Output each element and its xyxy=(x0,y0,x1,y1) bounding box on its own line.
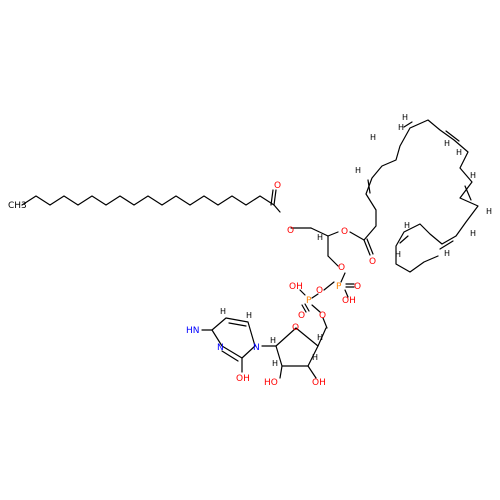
h-label: H xyxy=(355,166,361,175)
palmitoyl-chain xyxy=(21,195,281,213)
carbonyl-o1-label: O xyxy=(274,181,281,191)
h-label: H xyxy=(470,171,476,180)
methyl-label: CH3 xyxy=(8,201,27,211)
p2-to-o xyxy=(311,304,321,313)
bridge-o-label: O xyxy=(316,286,323,296)
p1-o-bridge xyxy=(323,281,335,291)
p-to-sugar-o-label: O xyxy=(319,311,326,321)
h-label: H xyxy=(270,336,276,345)
ring-double-2 xyxy=(221,350,239,362)
sugar-oh2-label: HO xyxy=(264,378,278,388)
c4-to-c5 xyxy=(317,327,327,347)
sugar-ring-o-label: O xyxy=(292,323,299,333)
h-label: H xyxy=(402,113,408,122)
cis-bond-3 xyxy=(445,130,460,142)
skeletal-bonds xyxy=(21,119,479,379)
bridge-to-p2 xyxy=(311,293,319,299)
carbonyl-2-a xyxy=(363,239,371,256)
h-label: H xyxy=(398,123,404,132)
cis-bond-6 xyxy=(399,235,409,244)
p2-label: P xyxy=(306,296,312,306)
carbonyl-o2-label: O xyxy=(369,257,376,267)
carbonyl-1-bond xyxy=(273,189,277,206)
h-label: H xyxy=(312,353,318,362)
ribose-ring xyxy=(275,327,319,367)
p1-oh-label: OH xyxy=(342,296,356,306)
p1-label: P xyxy=(336,282,342,292)
arachidonoyl-chain xyxy=(363,119,479,273)
o-to-c5prime xyxy=(322,317,328,329)
base-n1-label: N xyxy=(253,343,260,353)
c3-to-oh xyxy=(307,365,317,379)
h-label: H xyxy=(444,139,450,148)
h-label: H xyxy=(220,307,226,316)
cis-bond-1 xyxy=(367,179,371,194)
ring-double-1 xyxy=(228,322,247,327)
glycerol-c3-to-o xyxy=(327,255,339,267)
glycerol-c1 xyxy=(310,227,329,237)
p2-double-o-b xyxy=(304,303,310,312)
h-label: H xyxy=(246,311,252,320)
p1-to-oh xyxy=(344,289,349,298)
c2-to-oh xyxy=(279,365,283,379)
base-n3-label: N xyxy=(217,343,224,353)
cis-bond-5 xyxy=(439,240,454,250)
h-label: H xyxy=(317,333,323,342)
glycerol-o-label: O xyxy=(338,263,345,273)
h-label: H xyxy=(272,359,278,368)
base-oh-label: OH xyxy=(236,374,250,384)
carbonyl-1-bond-2 xyxy=(270,189,274,206)
p2-double-o-label: O xyxy=(298,311,305,321)
carbonyl-2-b xyxy=(366,238,374,255)
h-label: H xyxy=(456,148,462,157)
h-label: H xyxy=(395,250,401,259)
p2-oh-label: OH xyxy=(289,282,303,292)
h-label: H xyxy=(370,133,376,142)
cis-bond-4 xyxy=(464,185,472,201)
h-label: H xyxy=(317,233,323,242)
ester-2-o-bond xyxy=(327,231,339,237)
h-label: H xyxy=(404,221,410,230)
ester-2-c xyxy=(349,231,365,241)
sugar-oh3-label: OH xyxy=(312,378,326,388)
base-imine-label: HN xyxy=(186,326,200,336)
h-label: H xyxy=(470,229,476,238)
o-to-p1 xyxy=(340,272,346,283)
cis-bond-2 xyxy=(403,121,413,128)
h-label: H xyxy=(444,249,450,258)
p2-double-o-a xyxy=(301,304,307,313)
h-label: H xyxy=(486,207,492,216)
ester-o1-label: O xyxy=(287,226,294,236)
p2-to-oh xyxy=(299,289,306,296)
p1-double-o-label: O xyxy=(354,282,361,292)
ester-o2-label: O xyxy=(341,227,348,237)
